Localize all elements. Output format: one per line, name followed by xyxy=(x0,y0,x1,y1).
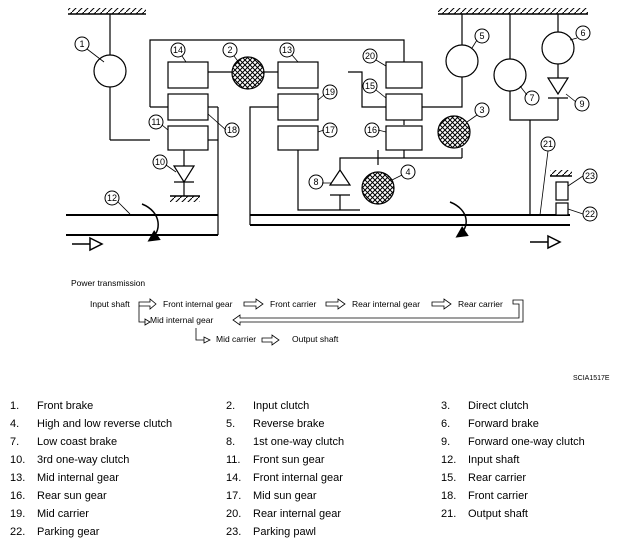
flow-step: Output shaft xyxy=(292,334,339,344)
legend-number: 21. xyxy=(441,508,457,520)
callout-14: 14 xyxy=(173,45,183,55)
legend-label: Mid carrier xyxy=(37,508,89,520)
legend-label: Front internal gear xyxy=(253,472,343,484)
flow-step: Front internal gear xyxy=(163,299,233,309)
callout-19: 19 xyxy=(325,87,335,97)
flow-title: Power transmission xyxy=(71,278,145,288)
callout-leaders xyxy=(86,37,584,216)
flow-step: Mid carrier xyxy=(216,334,256,344)
callout-20: 20 xyxy=(365,51,375,61)
legend-label: Parking pawl xyxy=(253,526,316,538)
legend-label: Rear carrier xyxy=(468,472,527,484)
callout-5: 5 xyxy=(479,31,484,41)
forward-brake xyxy=(541,31,575,65)
legend-number: 7. xyxy=(10,436,20,448)
high-low-reverse-clutch xyxy=(361,171,395,205)
legend-label: Direct clutch xyxy=(468,400,529,412)
legend-number: 8. xyxy=(226,436,236,448)
legend-number: 19. xyxy=(10,508,26,520)
housing-grounds xyxy=(68,8,588,202)
legend-label: Front brake xyxy=(37,400,94,412)
shafts xyxy=(66,181,570,236)
legend-label: Reverse brake xyxy=(253,418,325,430)
legend-label: Output shaft xyxy=(468,508,528,520)
connecting-lines xyxy=(109,14,559,235)
legend-label: Input clutch xyxy=(253,400,310,412)
legend-number: 2. xyxy=(226,400,236,412)
legend-label: Parking gear xyxy=(37,526,100,538)
gear-boxes xyxy=(167,61,423,151)
legend-label: 3rd one-way clutch xyxy=(37,454,130,466)
callout-17: 17 xyxy=(325,125,335,135)
rotation-arrows xyxy=(72,201,562,252)
power-flow: Power transmission Input shaft Front int… xyxy=(71,278,503,344)
direct-clutch xyxy=(437,115,471,149)
legend-label: Rear internal gear xyxy=(253,508,342,520)
legend-label: Front sun gear xyxy=(253,454,325,466)
callout-markers: 1 2 3 4 5 6 7 8 9 10 11 12 13 14 15 16 1… xyxy=(74,25,598,222)
legend-number: 4. xyxy=(10,418,20,430)
callout-2: 2 xyxy=(227,45,232,55)
callout-22: 22 xyxy=(585,209,595,219)
legend-number: 15. xyxy=(441,472,457,484)
low-coast-brake xyxy=(493,58,527,92)
reverse-brake xyxy=(445,44,479,78)
callout-8: 8 xyxy=(313,177,318,187)
legend-number: 18. xyxy=(441,490,457,502)
legend-label: 1st one-way clutch xyxy=(253,436,345,448)
flow-step: Rear internal gear xyxy=(352,299,420,309)
callout-9: 9 xyxy=(579,99,584,109)
callout-3: 3 xyxy=(479,105,484,115)
callout-1: 1 xyxy=(79,39,84,49)
flow-arrows xyxy=(138,298,524,346)
callout-16: 16 xyxy=(367,125,377,135)
flow-step: Front carrier xyxy=(270,299,316,309)
legend-number: 17. xyxy=(226,490,242,502)
legend-number: 13. xyxy=(10,472,26,484)
legend-label: Mid internal gear xyxy=(37,472,119,484)
legend-label: Mid sun gear xyxy=(253,490,317,502)
brake-front xyxy=(93,54,127,88)
callout-21: 21 xyxy=(543,139,553,149)
figure-code: SCIA1517E xyxy=(573,375,610,382)
legend-number: 23. xyxy=(226,526,242,538)
callout-11: 11 xyxy=(151,117,160,127)
callout-13: 13 xyxy=(282,45,292,55)
legend-label: Rear sun gear xyxy=(37,490,107,502)
callout-7: 7 xyxy=(529,93,534,103)
legend-label: Input shaft xyxy=(468,454,520,466)
callout-4: 4 xyxy=(405,167,410,177)
legend-number: 10. xyxy=(10,454,26,466)
legend-number: 20. xyxy=(226,508,242,520)
callout-6: 6 xyxy=(580,28,585,38)
legend-label: Forward brake xyxy=(468,418,539,430)
legend-number: 14. xyxy=(226,472,242,484)
flow-step: Input shaft xyxy=(90,299,130,309)
flow-step: Mid internal gear xyxy=(150,315,213,325)
one-way-clutches xyxy=(172,77,570,196)
callout-12: 12 xyxy=(107,193,117,203)
legend-label: Front carrier xyxy=(468,490,528,502)
legend-label: Forward one-way clutch xyxy=(468,436,585,448)
legend-label: High and low reverse clutch xyxy=(37,418,173,430)
legend-number: 22. xyxy=(10,526,26,538)
legend-number: 12. xyxy=(441,454,457,466)
callout-18: 18 xyxy=(227,125,237,135)
legend-number: 16. xyxy=(10,490,26,502)
callout-15: 15 xyxy=(365,81,375,91)
power-transmission-diagram: 1 2 3 4 5 6 7 8 9 10 11 12 13 14 15 16 1… xyxy=(66,8,610,382)
input-clutch xyxy=(231,56,265,90)
legend-number: 5. xyxy=(226,418,236,430)
flow-step: Rear carrier xyxy=(458,299,503,309)
legend-number: 11. xyxy=(226,454,241,466)
legend-number: 3. xyxy=(441,400,451,412)
callout-23: 23 xyxy=(585,171,595,181)
legend-number: 6. xyxy=(441,418,451,430)
callout-10: 10 xyxy=(155,157,165,167)
legend-number: 1. xyxy=(10,400,20,412)
legend-label: Low coast brake xyxy=(37,436,118,448)
legend-number: 9. xyxy=(441,436,451,448)
